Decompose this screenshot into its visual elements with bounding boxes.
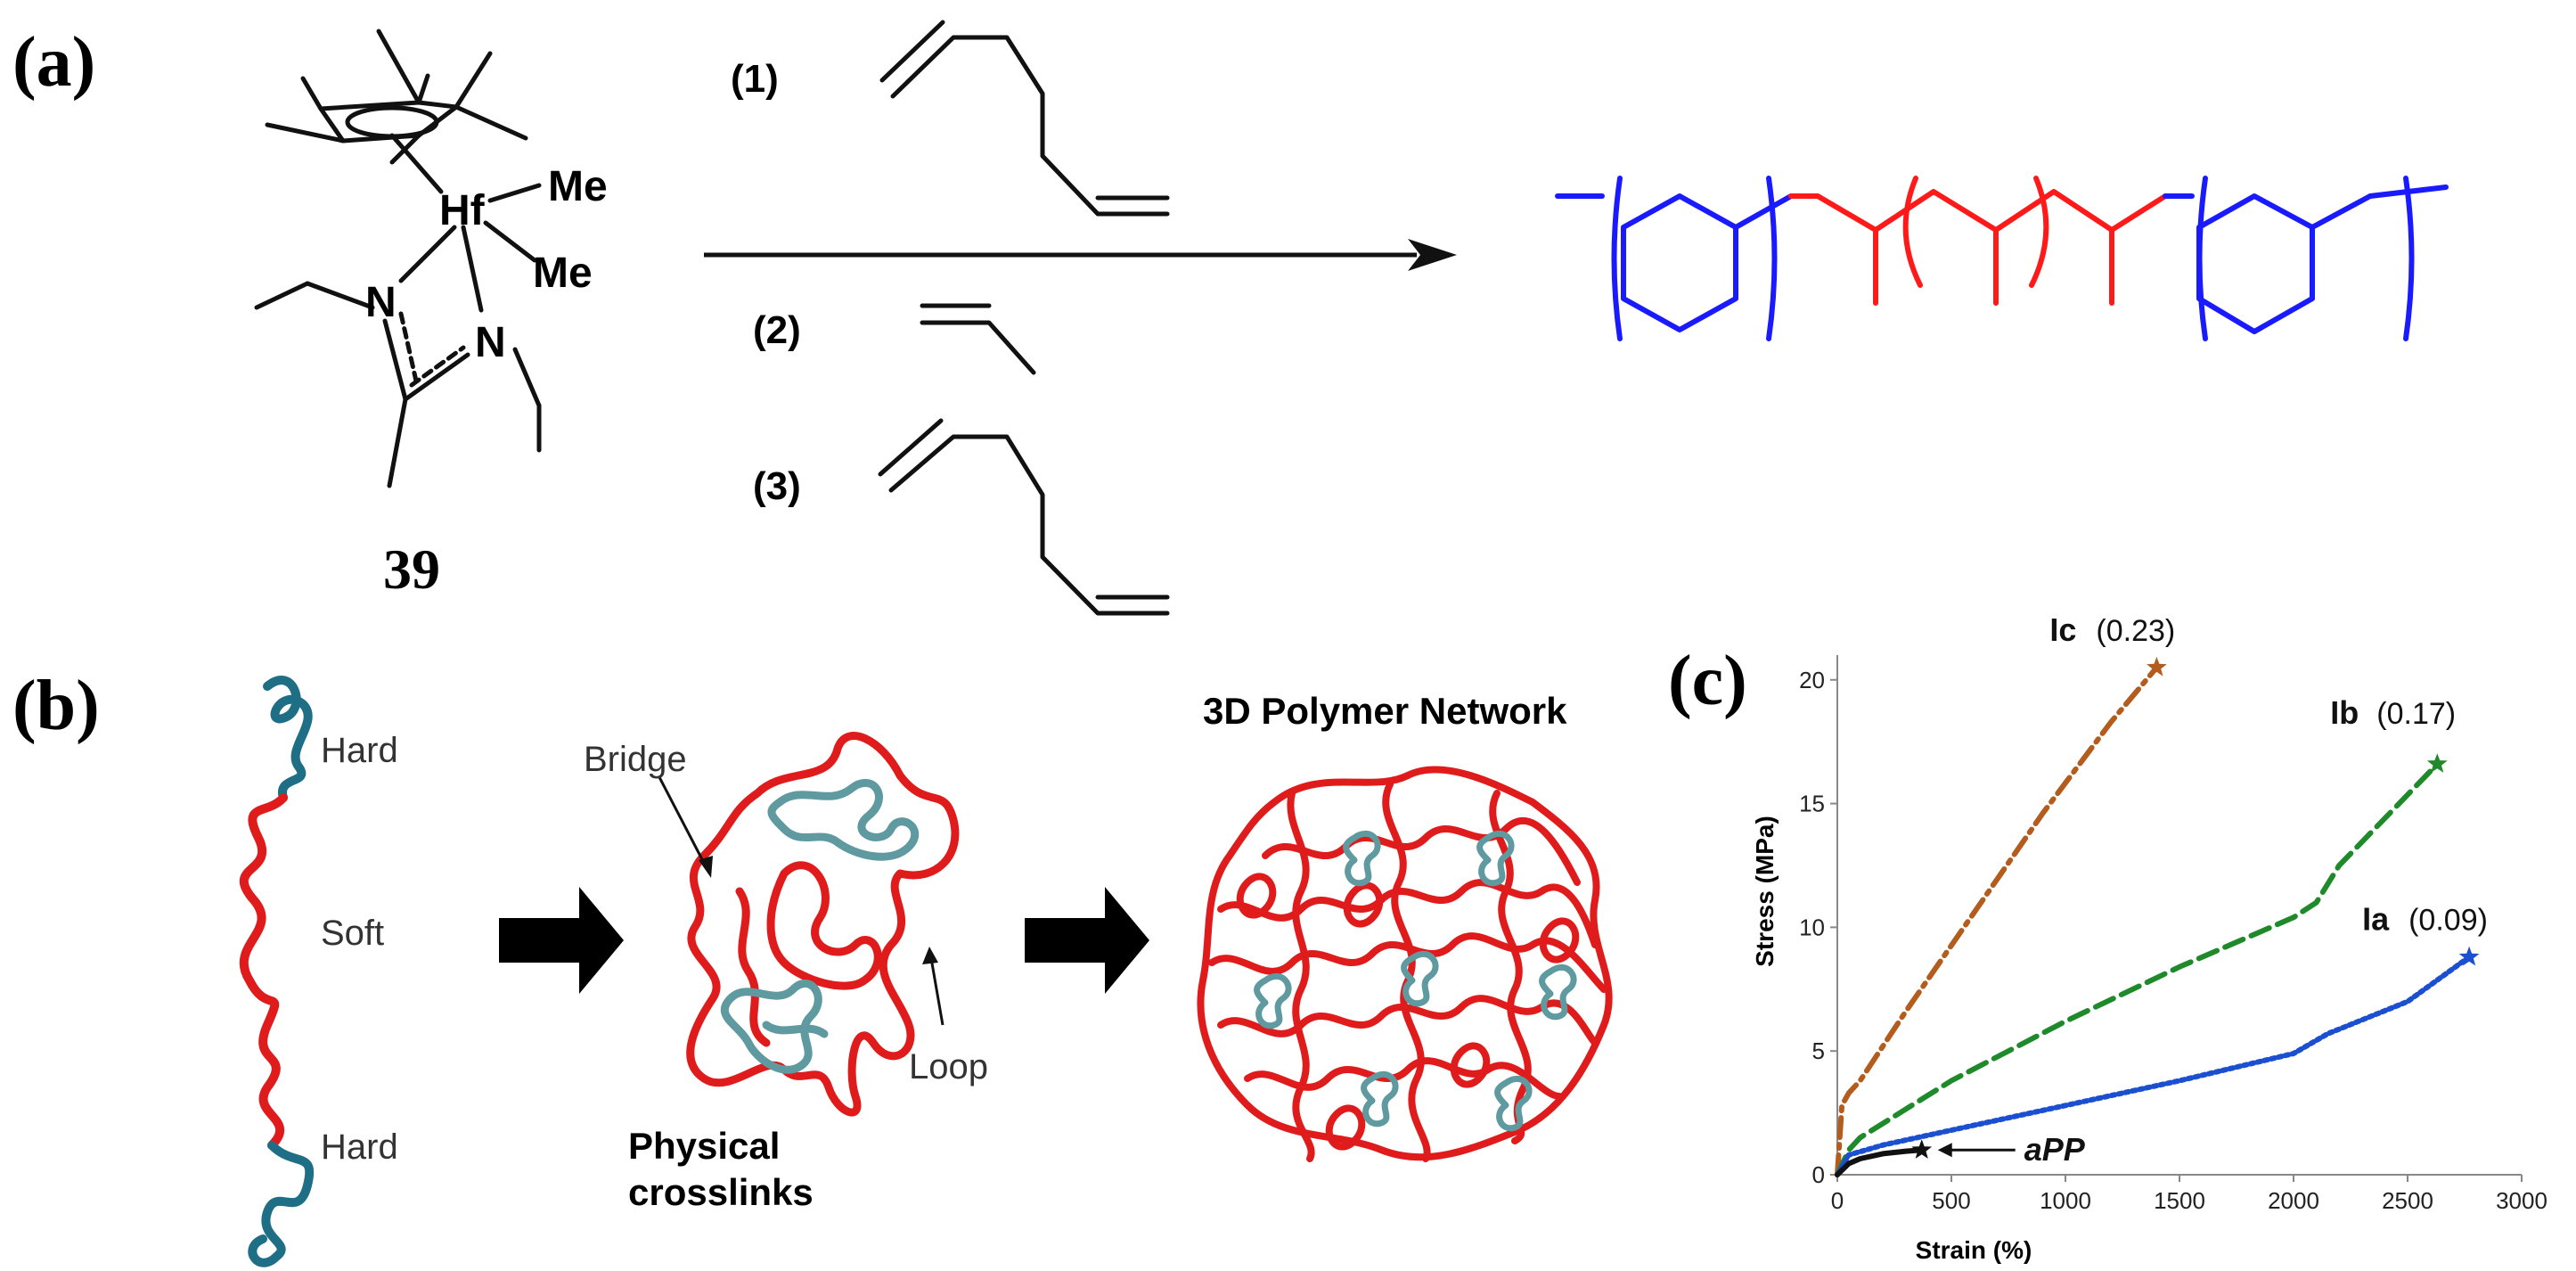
hard-label-top: Hard xyxy=(321,731,398,770)
x-tick-label: 2000 xyxy=(2268,1187,2319,1214)
loop-pointer xyxy=(929,957,945,1026)
monomer-1-heptadiene xyxy=(879,20,1170,217)
monomer-2-propylene xyxy=(920,303,1036,375)
crosslinks-label-line1: Physical xyxy=(628,1125,780,1167)
series-end-marker-app xyxy=(1911,1139,1933,1159)
series-name-ia: Ia xyxy=(2362,901,2390,938)
panel-b-label: (b) xyxy=(12,667,100,745)
x-tick-label: 500 xyxy=(1932,1187,1970,1214)
crosslink-cluster xyxy=(686,732,960,1117)
series-line-app xyxy=(1835,1147,1925,1177)
hard-domain-2 xyxy=(1476,830,1515,887)
x-tick-label: 3000 xyxy=(2496,1187,2547,1214)
catalyst-structure xyxy=(254,29,542,488)
bridge-pointer xyxy=(658,776,707,867)
y-axis-title: Stress (MPa) xyxy=(1751,816,1779,967)
panel-c-label: (c) xyxy=(1668,642,1747,720)
process-arrow-1 xyxy=(499,887,624,994)
hard-block-right xyxy=(2163,176,2449,341)
series-name-app: aPP xyxy=(2024,1131,2086,1168)
x-tick-label: 2500 xyxy=(2382,1187,2433,1214)
hard-block-left xyxy=(1555,176,1794,341)
hard-domain-3 xyxy=(1254,972,1292,1029)
process-arrow-2 xyxy=(1025,887,1149,994)
hard-label-bottom: Hard xyxy=(321,1128,398,1167)
hard-domain-1 xyxy=(1343,830,1381,887)
series-annotation-ib: (0.17) xyxy=(2376,697,2456,731)
loop-pointer-head xyxy=(922,947,938,964)
crosslinks-label-line2: crosslinks xyxy=(628,1171,814,1213)
step-3-label: (3) xyxy=(753,464,801,508)
polymer-network xyxy=(1197,766,1613,1162)
series-name-ic: Ic xyxy=(2049,611,2076,648)
series-line-ib xyxy=(1835,761,2441,1177)
loop-label: Loop xyxy=(909,1047,988,1086)
x-tick-label: 1500 xyxy=(2154,1187,2205,1214)
reaction-arrow xyxy=(704,239,1457,271)
step-1-label: (1) xyxy=(731,57,779,101)
bridge-label: Bridge xyxy=(584,740,687,779)
series-end-marker-ia xyxy=(2458,946,2480,966)
series-end-marker-ic xyxy=(2147,656,2167,676)
single-chain xyxy=(239,676,315,1267)
hf-atom: Hf xyxy=(439,187,486,234)
hard-domain-4 xyxy=(1401,950,1439,1007)
hard-domain-7 xyxy=(1494,1075,1533,1132)
series-line-ia xyxy=(1835,954,2473,1177)
y-tick-label: 0 xyxy=(1812,1161,1825,1188)
soft-label: Soft xyxy=(321,914,384,953)
nitrogen-left: N xyxy=(365,279,397,326)
compound-number: 39 xyxy=(383,537,440,601)
x-axis-title: Strain (%) xyxy=(1916,1236,2032,1264)
hard-domain-5 xyxy=(1539,964,1577,1021)
network-title: 3D Polymer Network xyxy=(1203,690,1567,732)
y-tick-label: 20 xyxy=(1799,667,1825,693)
me-ligand-bottom: Me xyxy=(533,250,593,297)
product-block-copolymer xyxy=(1555,176,2449,341)
monomer-3-heptadiene xyxy=(878,418,1170,616)
series-name-ib: Ib xyxy=(2330,694,2359,731)
app-pointer-head xyxy=(1937,1143,1952,1158)
step-2-label: (2) xyxy=(753,308,801,352)
panel-a: (a) xyxy=(12,20,2449,616)
series-annotation-ic: (0.23) xyxy=(2096,614,2175,648)
series-annotation-ia: (0.09) xyxy=(2408,904,2488,938)
series-line-ic xyxy=(1835,664,2160,1177)
panel-c: (c) 0 500 1000 1500 2000 2500 3000 0 5 10 15 20 Ic (0… xyxy=(1668,611,2547,1264)
series-end-marker-ib xyxy=(2426,753,2448,773)
soft-block xyxy=(1788,176,2168,306)
x-tick-label: 0 xyxy=(1831,1187,1844,1214)
hard-domain-6 xyxy=(1361,1070,1399,1128)
panel-a-label: (a) xyxy=(12,23,95,102)
me-ligand-top: Me xyxy=(548,163,608,210)
nitrogen-right: N xyxy=(475,319,506,366)
panel-b: (b) Hard Soft Hard Bridge Loop Physical … xyxy=(12,667,1613,1267)
stress-strain-chart: 0 500 1000 1500 2000 2500 3000 0 5 10 15 20 Ic (0.23)… xyxy=(1799,611,2547,1214)
y-tick-label: 15 xyxy=(1799,791,1825,817)
y-tick-label: 5 xyxy=(1812,1037,1825,1064)
bridge-pointer-head xyxy=(699,856,713,878)
x-tick-label: 1000 xyxy=(2040,1187,2091,1214)
y-tick-label: 10 xyxy=(1799,914,1825,940)
